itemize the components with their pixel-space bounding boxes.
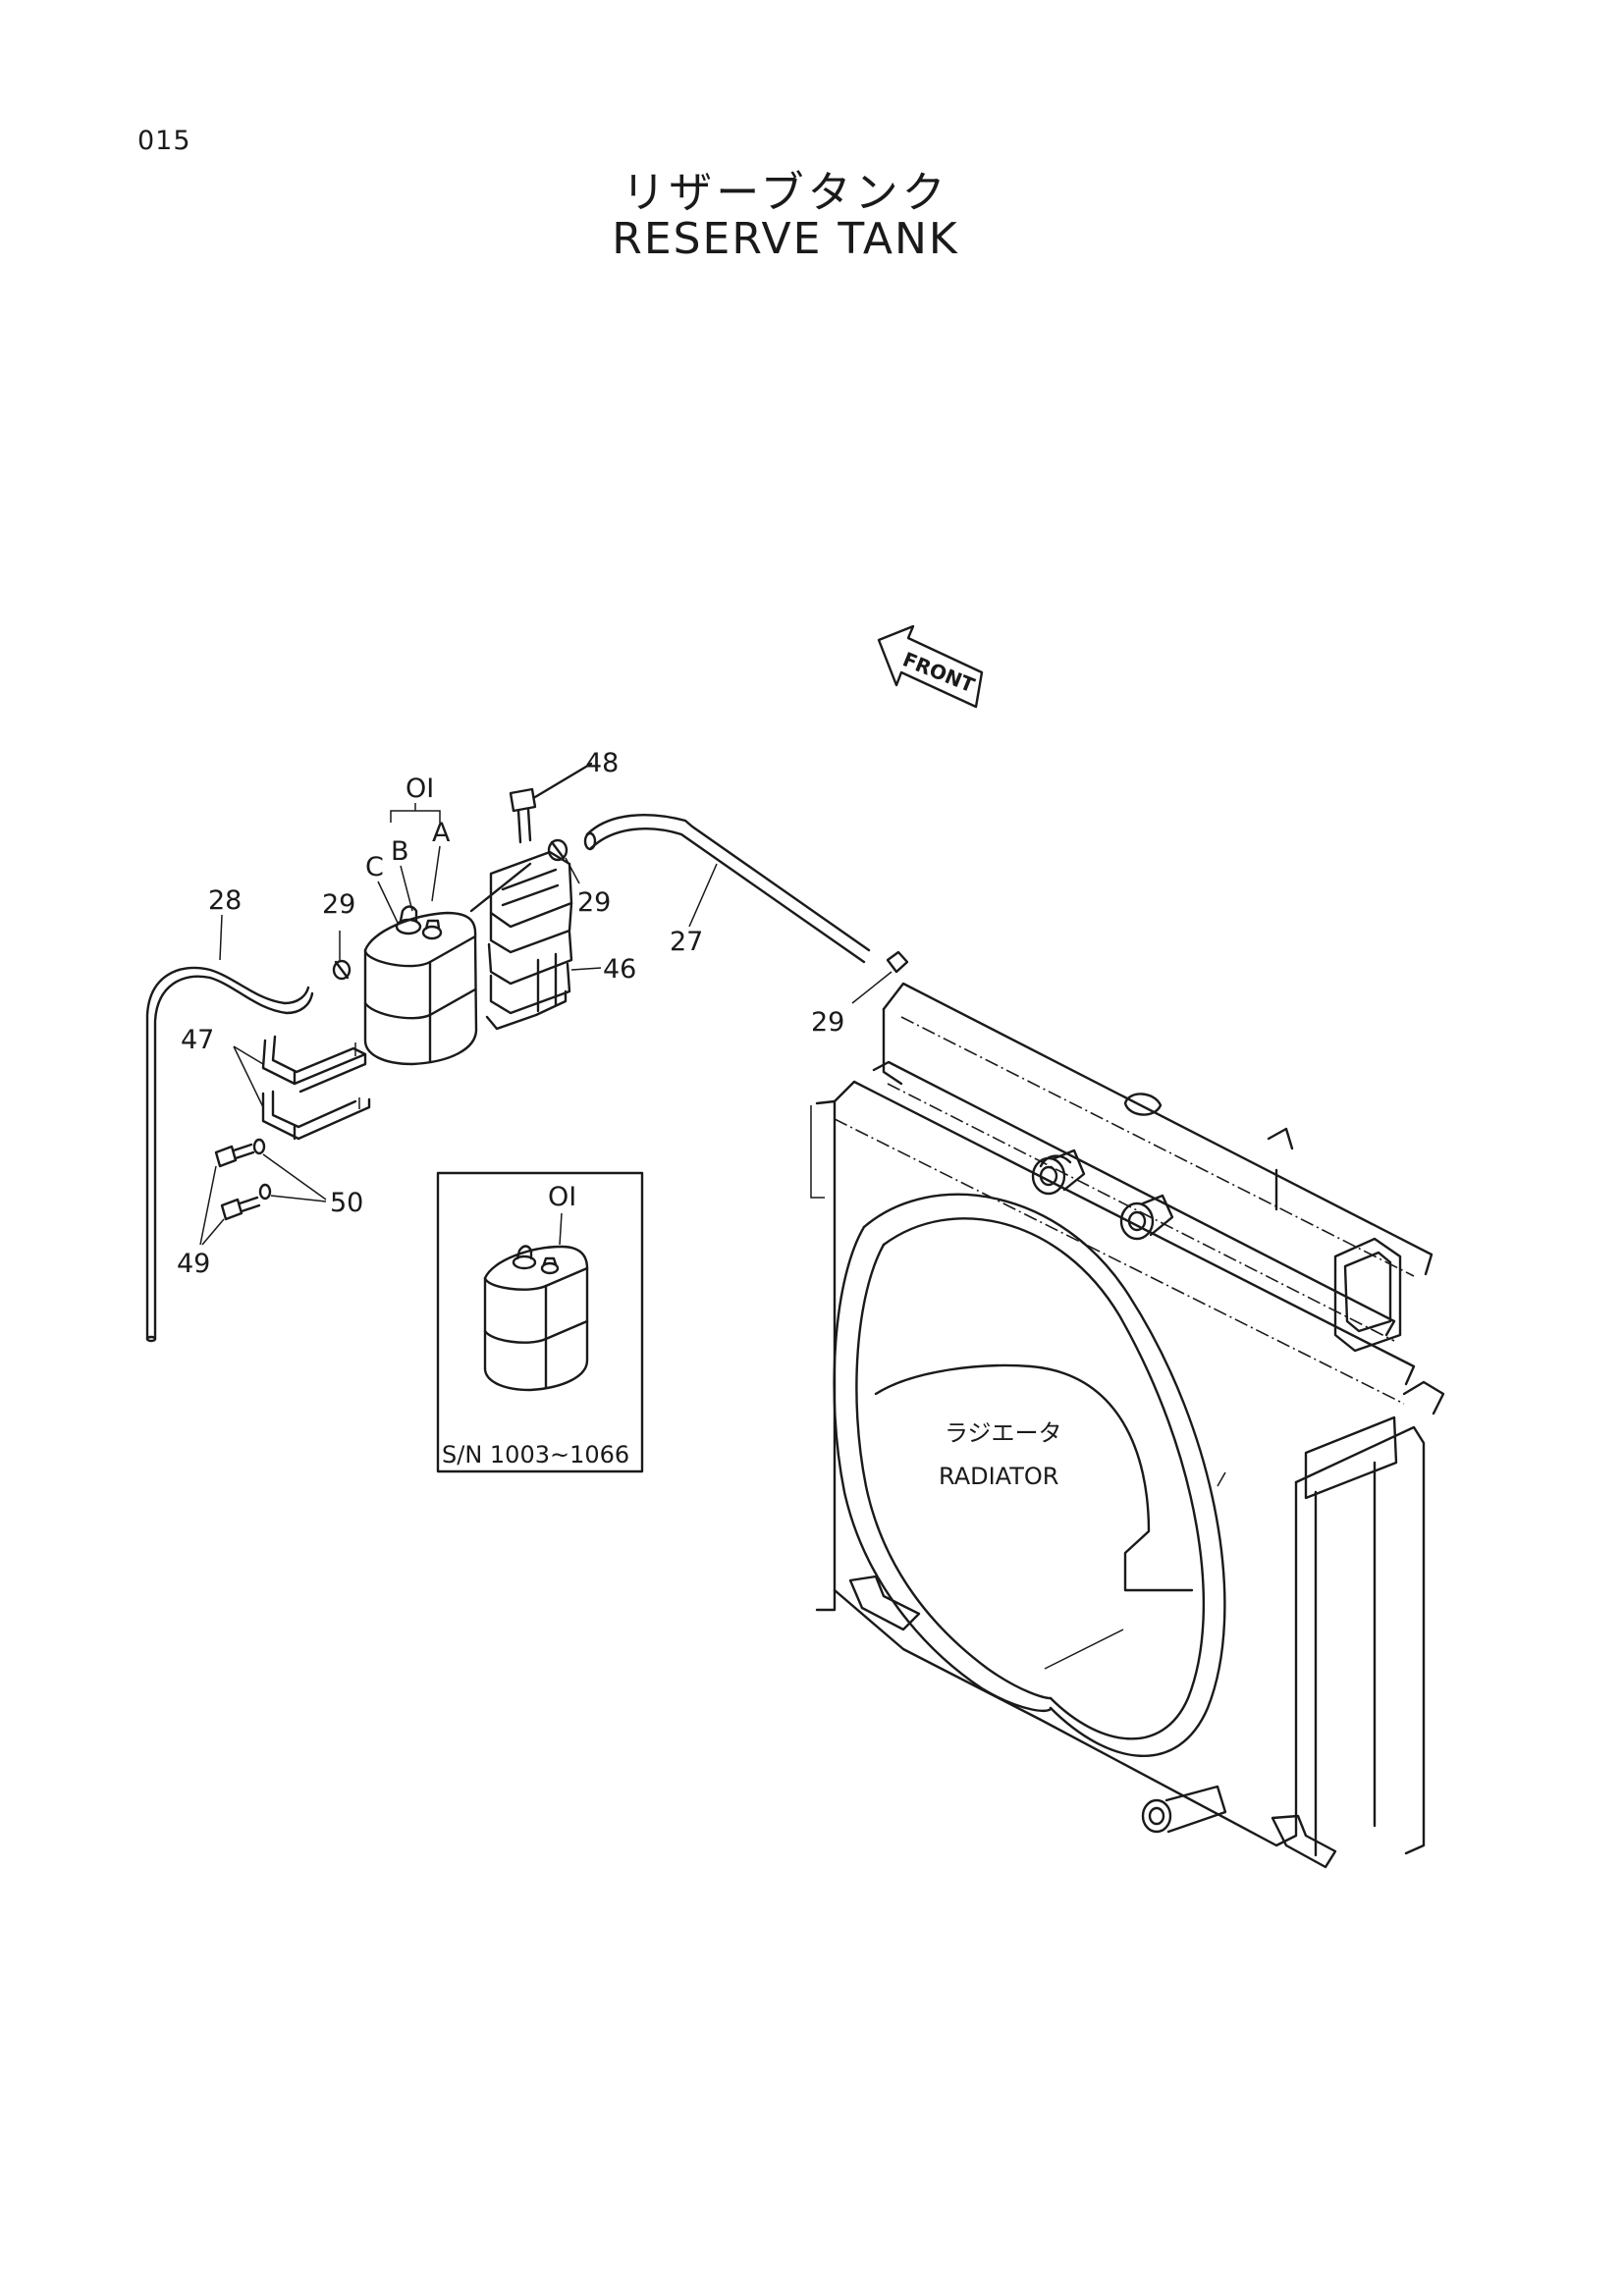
- callout-46: 46: [603, 954, 636, 985]
- reserve-tank: [363, 905, 478, 1066]
- radiator-label-en: RADIATOR: [939, 1463, 1058, 1490]
- inset-callout-01: OI: [548, 1182, 576, 1212]
- callout-29-lower: 29: [811, 1007, 844, 1038]
- bolts-49-washers-50: 50 49: [177, 1138, 363, 1279]
- callout-47: 47: [181, 1025, 214, 1055]
- callout-01: OI: [406, 774, 434, 804]
- title-english: RESERVE TANK: [612, 214, 959, 264]
- hose-28: 28: [145, 885, 314, 1343]
- page-number: 015: [137, 126, 191, 156]
- inset-serial-label: S/N 1003~1066: [442, 1441, 629, 1468]
- callout-C: C: [365, 852, 384, 882]
- front-arrow: FRONT: [877, 624, 984, 709]
- callout-50: 50: [330, 1188, 363, 1218]
- clamp-29-upper: 29: [547, 838, 611, 918]
- bolt-48: 48: [509, 748, 619, 844]
- clamp-29-lower: 29: [811, 950, 909, 1038]
- hose-27: 27: [583, 814, 871, 964]
- callout-29-upper: 29: [577, 887, 611, 918]
- callout-48: 48: [585, 748, 619, 778]
- callout-29-left: 29: [322, 889, 355, 920]
- title-japanese: リザーブタンク: [622, 168, 949, 218]
- callout-28: 28: [208, 885, 242, 916]
- callout-B: B: [391, 836, 409, 867]
- radiator: ラジエータ RADIATOR: [810, 982, 1445, 1869]
- clamp-29-left: 29: [322, 889, 355, 981]
- callout-A: A: [432, 818, 451, 848]
- bracket-46: 46: [469, 850, 636, 1031]
- reserve-tank-callout-group: OI C B A: [365, 774, 451, 924]
- inset-box: OI S/N 1003~1066: [436, 1171, 644, 1473]
- radiator-label-jp: ラジエータ: [945, 1419, 1062, 1447]
- brackets-47: 47: [181, 1025, 371, 1141]
- callout-49: 49: [177, 1249, 210, 1279]
- callout-27: 27: [670, 927, 703, 957]
